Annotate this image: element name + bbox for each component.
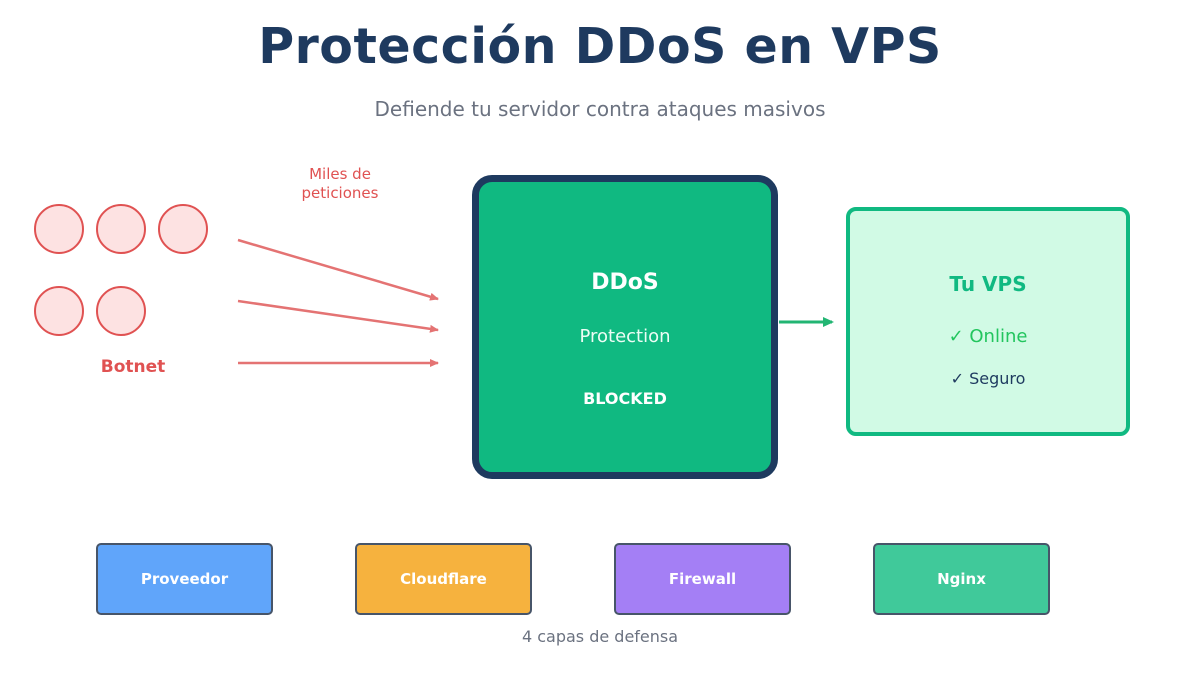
layers-caption: 4 capas de defensa <box>521 627 679 646</box>
vps-box <box>846 207 1130 436</box>
botnet-node <box>96 204 146 254</box>
shield-status: BLOCKED <box>583 389 667 408</box>
layer-label: Cloudflare <box>400 570 487 588</box>
vps-secure-status: ✓ Seguro <box>950 369 1026 388</box>
botnet-node <box>34 204 84 254</box>
layer-cloudflare: Cloudflare <box>355 543 532 615</box>
vps-online-status: ✓ Online <box>948 326 1028 347</box>
shield-title: DDoS <box>591 270 659 295</box>
botnet-node <box>158 204 208 254</box>
layer-label: Proveedor <box>140 570 229 588</box>
attack-label: Miles de peticiones <box>270 165 410 203</box>
page-subtitle: Defiende tu servidor contra ataques masi… <box>374 97 826 121</box>
attack-arrow <box>237 238 439 301</box>
shield-subtitle: Protection <box>579 326 671 347</box>
ddos-protection-box <box>472 175 778 479</box>
botnet-node <box>34 286 84 336</box>
attack-label-line1: Miles de <box>309 165 371 183</box>
layer-label: Firewall <box>668 570 737 588</box>
vps-title: Tu VPS <box>949 272 1027 296</box>
layer-firewall: Firewall <box>614 543 791 615</box>
attack-label-line2: peticiones <box>301 184 379 202</box>
layer-proveedor: Proveedor <box>96 543 273 615</box>
layer-label: Nginx <box>937 570 986 588</box>
page-title: Protección DDoS en VPS <box>258 18 942 75</box>
layer-nginx: Nginx <box>873 543 1050 615</box>
botnet-label: Botnet <box>100 357 166 377</box>
botnet-node <box>96 286 146 336</box>
attack-arrow <box>237 299 439 333</box>
